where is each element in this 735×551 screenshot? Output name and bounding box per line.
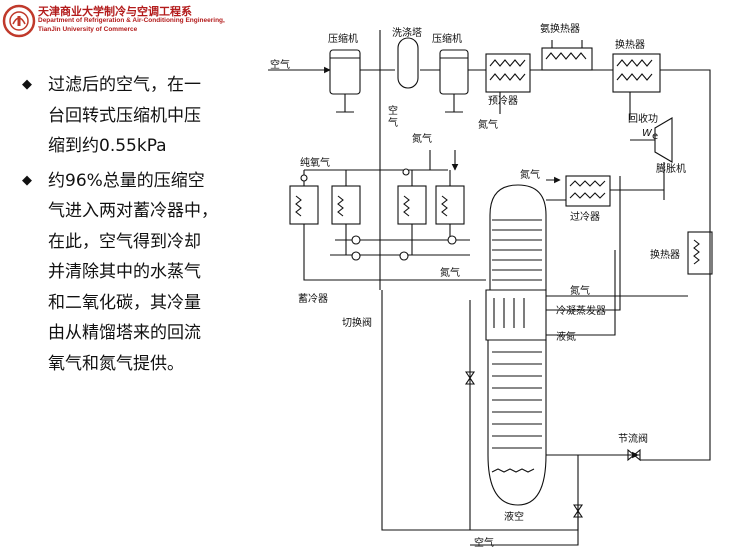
washing-tower-shape xyxy=(397,37,419,89)
air-separation-diagram: 压缩机 洗涤塔 压缩机 氨换热器 换热器 空气 预冷器 氮气 回收功 W e 膨… xyxy=(268,22,713,549)
bullet-line: 缩到约0.55kPa xyxy=(48,136,167,156)
bullet-line: 过滤后的空气，在一 xyxy=(48,75,201,95)
bullet-line: 约96%总量的压缩空 xyxy=(48,170,205,191)
label-recovered-work: 回收功 xyxy=(628,112,658,125)
label-nitrogen-right: 氮气 xyxy=(570,284,590,297)
label-condenser-evaporator: 冷凝蒸发器 xyxy=(556,304,606,317)
bullet-line: 并清除其中的水蒸气 xyxy=(48,262,201,282)
bullet-list: ◆ 过滤后的空气，在一 台回转式压缩机中压 缩到约0.55kPa ◆ 约96%总… xyxy=(22,70,252,383)
label-compressor-1: 压缩机 xyxy=(328,32,358,45)
bullet-line: 在此，空气得到冷却 xyxy=(48,231,201,252)
label-liquid-nitrogen: 液氮 xyxy=(556,330,576,343)
regenerator-group xyxy=(289,185,465,225)
label-work-symbol: W xyxy=(642,128,653,139)
bullet-item-1: ◆ 过滤后的空气，在一 台回转式压缩机中压 缩到约0.55kPa xyxy=(22,70,252,162)
label-regenerator: 蓄冷器 xyxy=(298,292,328,305)
throttle-valve-icon xyxy=(627,448,641,462)
label-washing-tower: 洗涤塔 xyxy=(392,26,422,39)
header-banner: 天津商业大学制冷与空调工程系 Department of Refrigerati… xyxy=(0,0,262,44)
label-air-vertical-2: 气 xyxy=(388,116,398,129)
header-title-en-2: TianJin University of Commerce xyxy=(38,26,138,33)
label-air-inlet: 空气 xyxy=(270,58,290,71)
valve-bottom-icon xyxy=(572,504,584,518)
label-switch-valve: 切换阀 xyxy=(342,316,372,329)
heat-exchanger-top-shape xyxy=(612,53,661,93)
diamond-bullet-icon: ◆ xyxy=(22,172,32,188)
valve-left-icon xyxy=(464,371,476,385)
compressor-2-shape xyxy=(439,49,469,113)
label-throttle-valve: 节流阀 xyxy=(618,432,648,445)
heat-exchanger-right-shape xyxy=(687,231,713,275)
pipe-top xyxy=(360,69,711,461)
label-ammonia-hx: 氨换热器 xyxy=(540,22,580,35)
label-liquid-air: 液空 xyxy=(504,510,524,523)
distillation-column-shape xyxy=(485,184,547,506)
label-precooler: 预冷器 xyxy=(488,94,518,107)
bullet-line: 由从精馏塔来的回流 xyxy=(48,323,201,343)
subcooler-shape xyxy=(565,175,611,207)
label-air-bottom: 空气 xyxy=(474,536,494,549)
label-heat-exchanger-right: 换热器 xyxy=(650,248,680,261)
label-air-vertical-1: 空 xyxy=(388,104,398,117)
header-title-en-1: Department of Refrigeration & Air-Condit… xyxy=(38,17,225,24)
label-subcooler: 过冷器 xyxy=(570,210,600,223)
bullet-line: 台回转式压缩机中压 xyxy=(48,105,201,126)
ammonia-hx-shape xyxy=(541,47,593,71)
label-nitrogen-precooler: 氮气 xyxy=(478,118,498,131)
label-nitrogen-top: 氮气 xyxy=(412,132,432,145)
precooler-shape xyxy=(485,53,531,93)
label-pure-oxygen: 纯氧气 xyxy=(300,156,330,169)
university-logo-icon xyxy=(2,4,36,38)
bullet-item-2: ◆ 约96%总量的压缩空 气进入两对蓄冷器中， 在此，空气得到冷却 并清除其中的… xyxy=(22,166,252,380)
expander-shape xyxy=(654,117,673,163)
header-title-cn: 天津商业大学制冷与空调工程系 xyxy=(38,5,192,18)
label-nitrogen-mid: 氮气 xyxy=(440,266,460,279)
diamond-bullet-icon: ◆ xyxy=(22,77,32,92)
label-work-subscript: e xyxy=(652,131,658,142)
label-heat-exchanger-top: 换热器 xyxy=(615,38,645,51)
label-compressor-2: 压缩机 xyxy=(432,32,462,45)
bullet-line: 和二氧化碳，其冷量 xyxy=(48,292,201,313)
compressor-1-shape xyxy=(329,49,361,113)
bullet-line: 氧气和氮气提供。 xyxy=(48,353,184,374)
label-nitrogen-subcooler: 氮气 xyxy=(520,168,540,181)
bullet-line: 气进入两对蓄冷器中， xyxy=(48,201,218,221)
label-expander: 膨胀机 xyxy=(656,162,686,175)
